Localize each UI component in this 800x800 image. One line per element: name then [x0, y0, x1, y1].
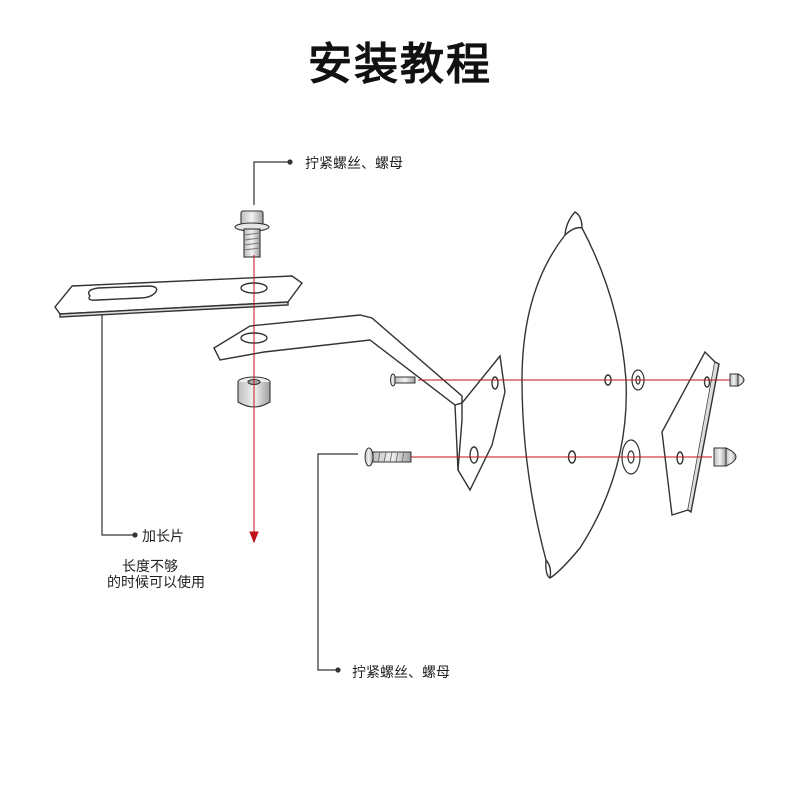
- outer-clamp-plate: [661, 350, 720, 516]
- extension-plate: [54, 275, 303, 318]
- note-line-2: 的时候可以使用: [107, 575, 205, 591]
- top-callout-label: 拧紧螺丝、螺母: [305, 156, 403, 172]
- page-title: 安装教程: [308, 39, 492, 90]
- note-line-1: 长度不够: [122, 559, 178, 575]
- windshield-plate: [521, 211, 627, 579]
- extension-callout-leader: [101, 312, 135, 536]
- top-callout-leader: [253, 161, 290, 205]
- hex-flange-bolt: [234, 210, 270, 258]
- cap-nut-small: [729, 373, 745, 387]
- extension-piece-label: 加长片: [142, 529, 184, 545]
- short-screw: [390, 373, 416, 387]
- bottom-callout-label: 拧紧螺丝、螺母: [352, 665, 450, 681]
- bracket-lower-hole: [469, 446, 479, 464]
- bracket-upper-hole: [491, 376, 499, 390]
- slot-hole: [87, 285, 158, 301]
- bottom-callout-leader: [317, 453, 358, 671]
- callout-leaders: [101, 159, 358, 673]
- assembly-axes: [249, 255, 730, 544]
- cap-nut-large: [713, 447, 737, 467]
- long-screw: [364, 447, 412, 467]
